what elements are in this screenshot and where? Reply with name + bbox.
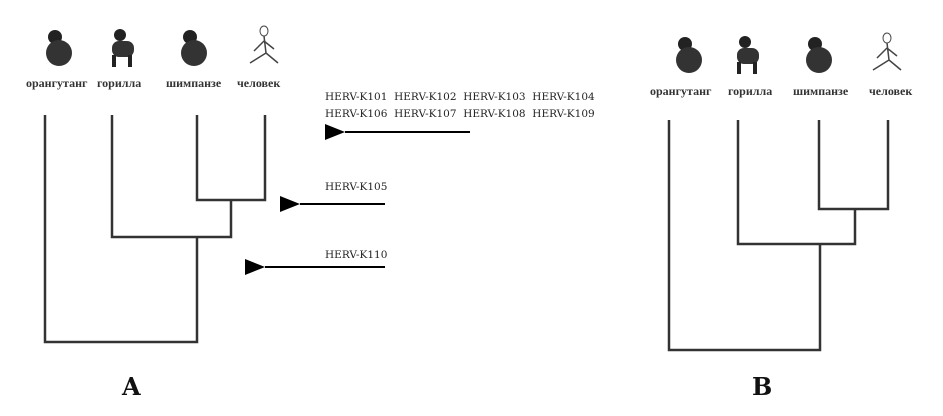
human-icon (249, 25, 279, 64)
herv-k105-label: HERV-K105 (325, 181, 388, 193)
herv-label: HERV-K102 (394, 91, 457, 103)
human-icon (872, 32, 902, 71)
herv-label: HERV-K106 (325, 108, 388, 120)
panel-label-a: A (122, 372, 141, 401)
orangutan-icon (46, 30, 72, 66)
tree-b (667, 120, 890, 352)
herv-label: HERV-K108 (463, 108, 526, 120)
label-human: человек (237, 76, 281, 90)
herv-row2: HERV-K106 HERV-K107 HERV-K108 HERV-K109 (325, 108, 595, 120)
label-orangutan: орангутанг (26, 76, 88, 90)
gorilla-icon (112, 29, 134, 67)
herv-row1: HERV-K101 HERV-K102 HERV-K103 HERV-K104 (325, 91, 595, 103)
chimpanzee-icon (806, 37, 832, 73)
herv-label: HERV-K101 (325, 91, 388, 103)
label-gorilla: горилла (97, 76, 142, 90)
herv-label: HERV-K104 (532, 91, 595, 103)
panel-label-b: B (752, 372, 773, 401)
herv-label: HERV-K109 (532, 108, 595, 120)
tree-a (43, 115, 267, 344)
label-chimpanzee: шимпанзе (793, 84, 849, 98)
label-human: человек (869, 84, 913, 98)
gorilla-icon (737, 36, 759, 74)
orangutan-icon (676, 37, 702, 73)
herv-label: HERV-K107 (394, 108, 457, 120)
chimpanzee-icon (181, 30, 207, 66)
herv-label: HERV-K103 (463, 91, 526, 103)
herv-k110-label: HERV-K110 (325, 249, 388, 261)
label-orangutan: орангутанг (650, 84, 712, 98)
label-chimpanzee: шимпанзе (166, 76, 222, 90)
label-gorilla: горилла (728, 84, 773, 98)
arrows (245, 124, 470, 275)
